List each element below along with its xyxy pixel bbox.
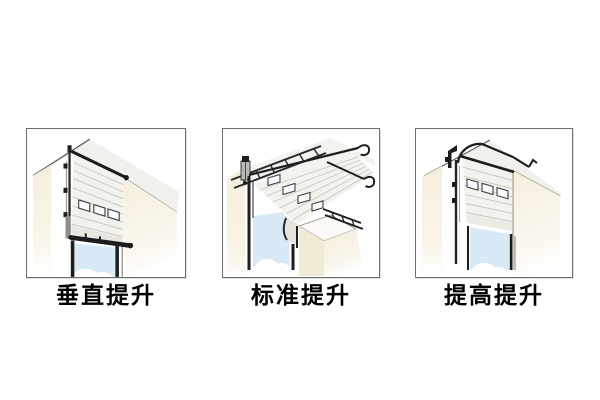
label-high-lift: 提高提升 bbox=[444, 282, 544, 308]
standard-lift-door-illustration bbox=[227, 138, 376, 277]
bottom-shaft bbox=[68, 233, 134, 249]
vertical-track bbox=[63, 149, 71, 239]
high-lift-panel-frame bbox=[415, 128, 573, 278]
vertical-lift-panel-frame bbox=[26, 128, 186, 278]
wall-column bbox=[298, 214, 365, 276]
door-header bbox=[70, 149, 127, 180]
spring-bracket bbox=[240, 156, 251, 185]
door-windows bbox=[78, 199, 120, 222]
standard-lift-panel-frame bbox=[222, 128, 380, 278]
sky-opening bbox=[70, 243, 116, 277]
door-panel bbox=[67, 145, 129, 243]
left-jamb-track bbox=[247, 176, 254, 270]
left-wall bbox=[33, 164, 52, 277]
right-wall bbox=[122, 177, 177, 277]
lower-tracks bbox=[70, 240, 123, 277]
vertical-lift-door-illustration bbox=[32, 138, 179, 277]
door-windows bbox=[466, 178, 509, 200]
label-standard-lift: 标准提升 bbox=[251, 282, 351, 308]
lower-tracks bbox=[467, 226, 516, 270]
door-curve-section bbox=[285, 216, 297, 246]
curved-track-segment bbox=[322, 208, 364, 230]
figure-high-lift: 提高提升 bbox=[415, 128, 573, 308]
right-wall bbox=[512, 170, 560, 276]
door-windows bbox=[267, 173, 324, 212]
left-wall bbox=[422, 166, 442, 276]
left-wall bbox=[227, 168, 245, 276]
label-vertical-lift: 垂直提升 bbox=[56, 282, 156, 308]
high-lift-track-curve bbox=[456, 142, 538, 168]
figure-standard-lift: 标准提升 bbox=[222, 128, 380, 308]
high-lift-door-illustration bbox=[422, 139, 562, 277]
vertical-track bbox=[452, 160, 461, 264]
top-bracket bbox=[445, 145, 457, 168]
door-panel bbox=[253, 154, 374, 270]
sky-opening bbox=[465, 227, 509, 277]
door-panel bbox=[459, 154, 515, 231]
door-header bbox=[459, 154, 515, 174]
sky-opening bbox=[249, 212, 291, 277]
track-rails bbox=[248, 144, 376, 188]
figure-vertical-lift: 垂直提升 bbox=[26, 128, 186, 308]
